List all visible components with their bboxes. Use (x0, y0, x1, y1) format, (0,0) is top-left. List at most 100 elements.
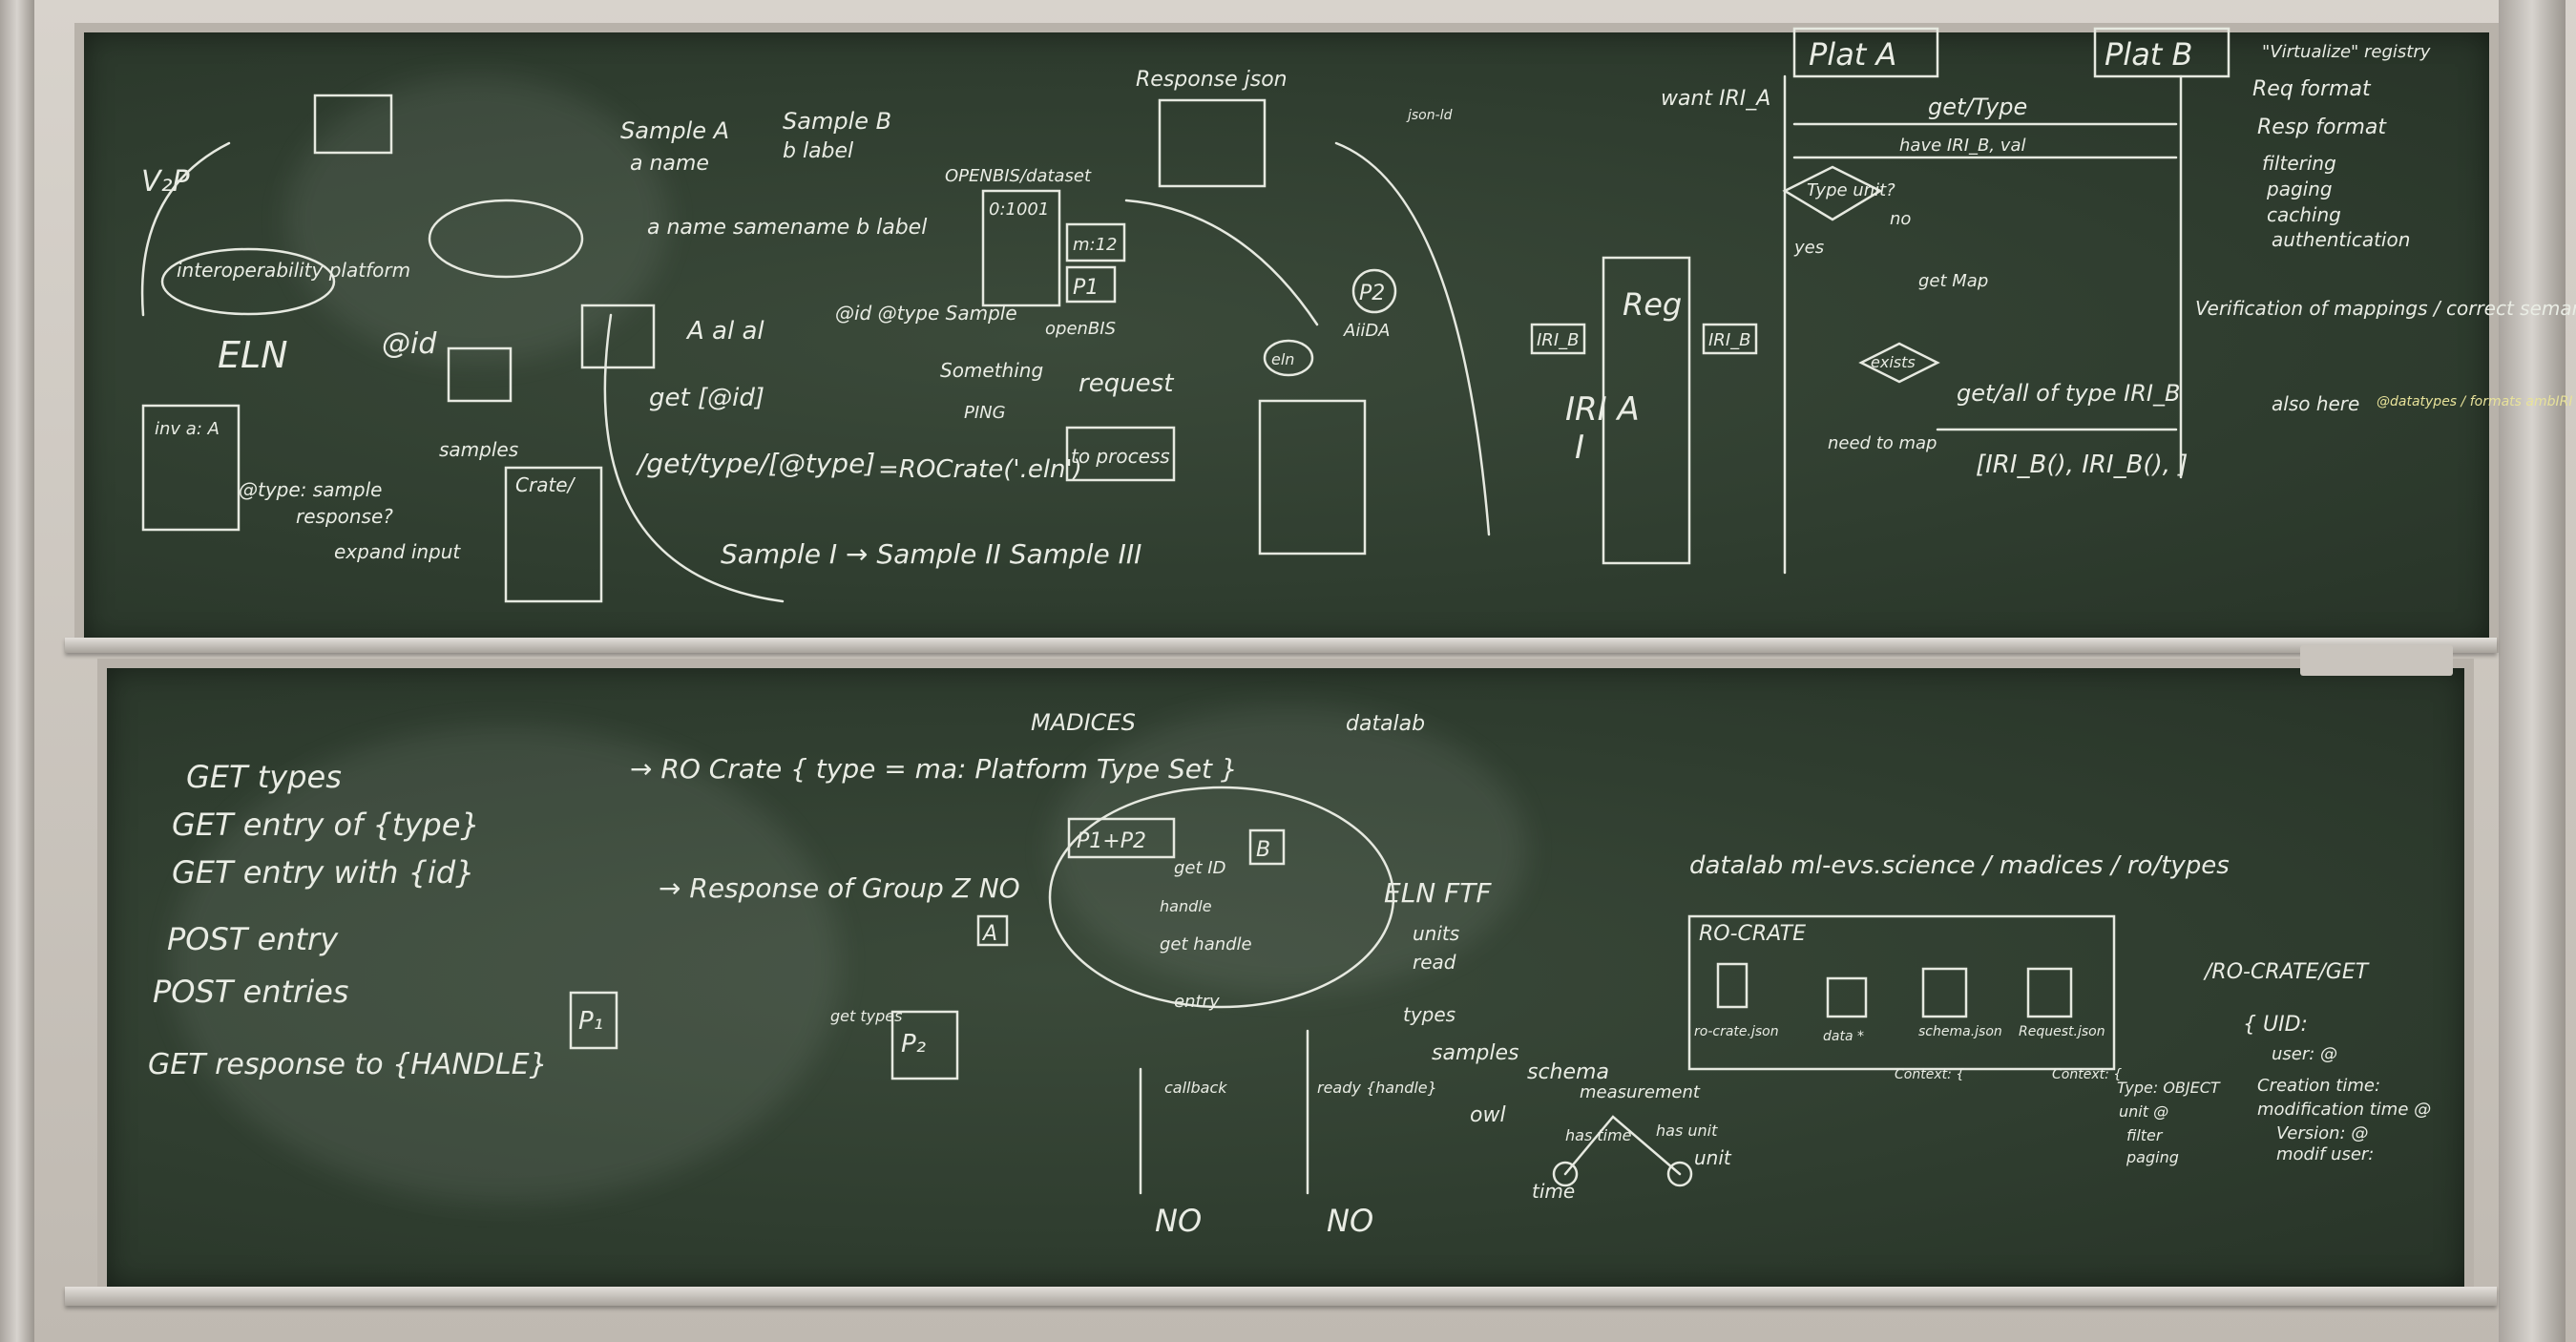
get-types: GET types (186, 759, 342, 795)
plat-a-box (1792, 27, 1939, 78)
a-box (580, 304, 656, 369)
type-unit: Type unit? (1807, 180, 1895, 200)
has-unit: has unit (1656, 1122, 1718, 1140)
request: request (1079, 369, 1174, 398)
a-label: A (981, 922, 997, 946)
resp-format: Resp format (2257, 115, 2387, 139)
ro-crate-get: /RO-CRATE/GET (2203, 960, 2370, 984)
json-box (1158, 98, 1267, 188)
node-time (1552, 1161, 1579, 1187)
get-type-right: get/Type (1928, 94, 2027, 120)
p2-circle (1351, 268, 1397, 314)
no-label: no (1890, 209, 1911, 229)
plat-b-box (2093, 27, 2230, 78)
post-entries: POST entries (153, 974, 348, 1010)
right-frame-post (2499, 0, 2566, 1342)
rocrate-eln: =ROCrate('.eln') (878, 455, 1082, 484)
crate-box (504, 466, 603, 603)
context2: Context: { (2052, 1067, 2122, 1082)
req-format: Req format (2252, 77, 2372, 101)
exists-diamond (1858, 342, 1940, 384)
process-box (1065, 426, 1176, 482)
types: types (1403, 1003, 1456, 1026)
data-star: data * (1823, 1029, 1864, 1044)
response-q: response? (296, 505, 393, 528)
p1-label: P₁ (578, 1007, 603, 1036)
also-here: also here (2272, 392, 2359, 415)
get-map: get Map (1918, 271, 1988, 291)
b-label: B (1256, 838, 1270, 862)
file-icon (1716, 962, 1749, 1009)
aiida: AiiDA (1343, 321, 1391, 341)
samples-chain: Sample I → Sample II Sample III (721, 538, 1141, 570)
iri-b-left: IRI_B (1537, 330, 1579, 350)
no-right: NO (1327, 1203, 1373, 1239)
p1-box (569, 991, 618, 1050)
plat-a: Plat A (1809, 36, 1896, 73)
p2: P2 (1359, 282, 1385, 305)
interop-oval (160, 247, 336, 316)
p1: P1 (1073, 276, 1099, 300)
eln-fifth: ELN FTF (1384, 877, 1492, 909)
entry: entry (1174, 992, 1220, 1012)
exists: exists (1871, 353, 1916, 371)
to-process: to process (1071, 445, 1170, 468)
graph-edges (1563, 1115, 1682, 1176)
reg: Reg (1623, 286, 1682, 323)
unit-word: unit (1694, 1146, 1732, 1169)
p2-box (890, 1010, 959, 1080)
jsonld: json-ld (1406, 108, 1453, 123)
arrow-curve (1334, 141, 1491, 536)
p2-label: P₂ (901, 1030, 926, 1059)
filtering: filtering (2262, 152, 2336, 175)
ping: PING (964, 403, 1006, 423)
yellow-notes: @datatypes / formats ambIRI schema/IRI (2377, 394, 2576, 409)
get-entry-id: GET entry with {id} (172, 854, 475, 891)
file-icon (2026, 967, 2073, 1018)
aname-samename: a name samename b label (647, 216, 927, 240)
version: Version: @ (2276, 1123, 2368, 1143)
aname: a name (630, 152, 709, 176)
platform-oval (1048, 786, 1395, 1009)
post-entry: POST entry (167, 921, 339, 957)
filter: filter (2126, 1126, 2164, 1144)
measurement: measurement (1580, 1082, 1701, 1102)
crate-label: Crate/ (515, 473, 576, 496)
at-id-label: @id (382, 327, 437, 361)
haveiri: have IRI_B, val (1899, 136, 2026, 156)
arrow-curve (603, 313, 785, 603)
schema: schema (1527, 1060, 1609, 1084)
file-icon (1826, 976, 1868, 1018)
arrow-curve (140, 141, 231, 317)
need-map: need to map (1828, 433, 1937, 453)
openbis: openBIS (1045, 319, 1116, 339)
get-handle: get handle (1160, 934, 1252, 954)
has-time: has time (1565, 1126, 1632, 1144)
box (447, 346, 513, 403)
user: user: @ (2272, 1044, 2337, 1064)
callback: callback (1164, 1079, 1227, 1097)
unit: unit @ (2119, 1102, 2168, 1121)
a-alal: A al al (685, 317, 764, 346)
read: read (1413, 951, 1456, 974)
handle: handle (1160, 897, 1212, 915)
i-label: I (1575, 429, 1584, 467)
madices: MADICES (1031, 709, 1136, 736)
erased-area (1050, 706, 1527, 993)
bottom-chalkboard (97, 659, 2474, 1296)
get-types-mid: get types (830, 1007, 902, 1025)
top-chalk-tray (65, 638, 2497, 653)
type-object: Type: OBJECT (2117, 1079, 2221, 1097)
iri-box (1530, 323, 1586, 355)
paging: paging (2266, 178, 2333, 200)
interop-label: interoperability platform (177, 259, 410, 282)
node-unit (1666, 1161, 1693, 1187)
reg-column (1602, 256, 1691, 565)
response-group: → Response of Group Z NO (659, 872, 1020, 904)
combo-box (1067, 817, 1176, 859)
code-0001: 0:1001 (989, 199, 1049, 220)
b-box (1248, 828, 1286, 866)
iri-box (1702, 323, 1758, 355)
p1-box (1065, 265, 1117, 304)
